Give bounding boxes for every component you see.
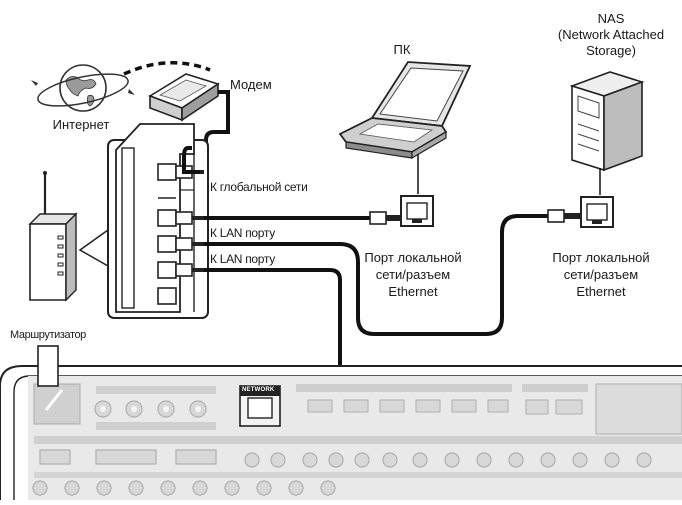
router-callout-wedge: [78, 228, 109, 268]
cable-router-to-nas: [204, 214, 548, 336]
nas-port-line-3: Ethernet: [576, 284, 626, 299]
pc-label: ПК: [393, 42, 411, 57]
modem-label: Модем: [230, 77, 272, 92]
router-icon: [28, 171, 78, 302]
nas-tower-icon: [569, 71, 645, 172]
pc-cable-plug: [369, 211, 400, 225]
nas-subtitle-line-2: Storage): [586, 43, 636, 58]
pc-ethernet-jack-icon: [400, 195, 434, 227]
cable-modem-to-wan: [192, 90, 230, 150]
router-label: Маршрутизатор: [10, 329, 86, 341]
pc-port-line-1: Порт локальной: [364, 250, 462, 265]
cable-wan-plug: [182, 146, 200, 174]
nas-cable-plug: [547, 209, 580, 223]
nas-subtitle-line-1: (Network Attached: [557, 27, 665, 42]
nas-title: NAS: [597, 11, 625, 26]
pc-port-line-2: сети/разъем: [375, 267, 451, 282]
lan-label-1: К LAN порту: [210, 226, 275, 240]
lan-label-2: К LAN порту: [210, 252, 275, 266]
internet-label: Интернет: [52, 117, 110, 132]
receiver-rear-panel: [0, 345, 682, 500]
nas-port-line-2: сети/разъем: [563, 267, 639, 282]
wan-label: К глобальной сети: [210, 180, 308, 194]
modem-icon: [148, 73, 220, 122]
router-port-panel: [107, 123, 209, 319]
nas-ethernet-jack-icon: [580, 196, 614, 228]
internet-dashed-link: [123, 61, 211, 76]
globe-icon: [31, 64, 135, 112]
network-port-label: NETWORK: [242, 387, 275, 393]
nas-port-line-1: Порт локальной: [552, 250, 650, 265]
pc-port-line-3: Ethernet: [388, 284, 438, 299]
laptop-icon: [338, 61, 472, 160]
